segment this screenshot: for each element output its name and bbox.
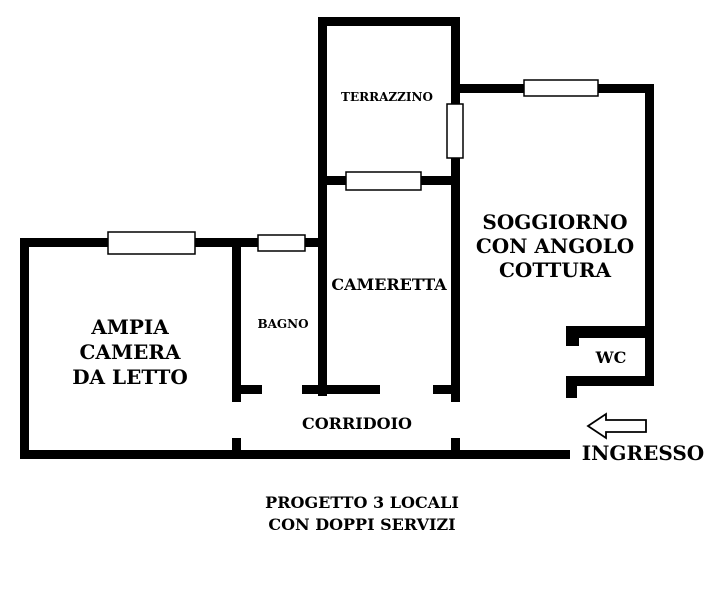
wall-wc-bottom: [566, 376, 654, 386]
room-label-camera-line3: DA LETTO: [72, 365, 188, 389]
room-label-soggiorno-line2: CON ANGOLO: [476, 234, 634, 258]
window-cameretta: [345, 171, 422, 191]
wall-terrazzino-right: [451, 17, 460, 187]
wall-cameretta-bottom-a: [318, 385, 380, 394]
room-label-camera-line2: CAMERA: [80, 340, 181, 364]
room-label-bagno: BAGNO: [257, 317, 308, 331]
wall-terrazzino-top: [318, 17, 460, 26]
window-bagno: [257, 234, 306, 252]
wall-cameretta-bottom-b: [433, 385, 460, 394]
window-camera: [107, 231, 196, 255]
arrow-left-outline-icon: [586, 412, 647, 440]
caption-line1: PROGETTO 3 LOCALI: [265, 493, 459, 512]
room-label-soggiorno-line3: COTTURA: [499, 258, 611, 282]
wall-camera-left: [20, 238, 29, 459]
entrance-label: INGRESSO: [582, 441, 704, 465]
wall-soggiorno-right: [645, 84, 654, 386]
room-label-cameretta: CAMERETTA: [331, 275, 447, 294]
wall-bagno-bottom-right: [302, 385, 327, 394]
wall-soggiorno-left: [451, 176, 460, 402]
caption-line2: CON DOPPI SERVIZI: [268, 515, 455, 534]
room-label-corridoio: CORRIDOIO: [302, 414, 412, 433]
wall-corridoio-stub-left: [232, 438, 241, 459]
window-terrazzino-door: [446, 103, 464, 159]
wall-corridoio-stub-right: [451, 438, 460, 459]
room-label-soggiorno-line1: SOGGIORNO: [482, 210, 627, 234]
wall-bagno-bottom: [232, 385, 262, 394]
wall-wc-left-top: [566, 326, 579, 346]
room-label-camera-line1: AMPIA: [90, 315, 169, 339]
wall-wc-left-bottom: [566, 376, 577, 398]
wall-terrazzino-left: [318, 17, 327, 187]
wall-bagno-left: [232, 238, 241, 402]
room-label-terrazzino: TERRAZZINO: [341, 90, 433, 104]
windows: [107, 79, 599, 255]
wall-bottom: [20, 450, 570, 459]
wall-cameretta-left: [318, 176, 327, 396]
window-soggiorno: [523, 79, 599, 97]
room-label-wc: WC: [595, 348, 627, 367]
wall-wc-top: [566, 326, 654, 338]
